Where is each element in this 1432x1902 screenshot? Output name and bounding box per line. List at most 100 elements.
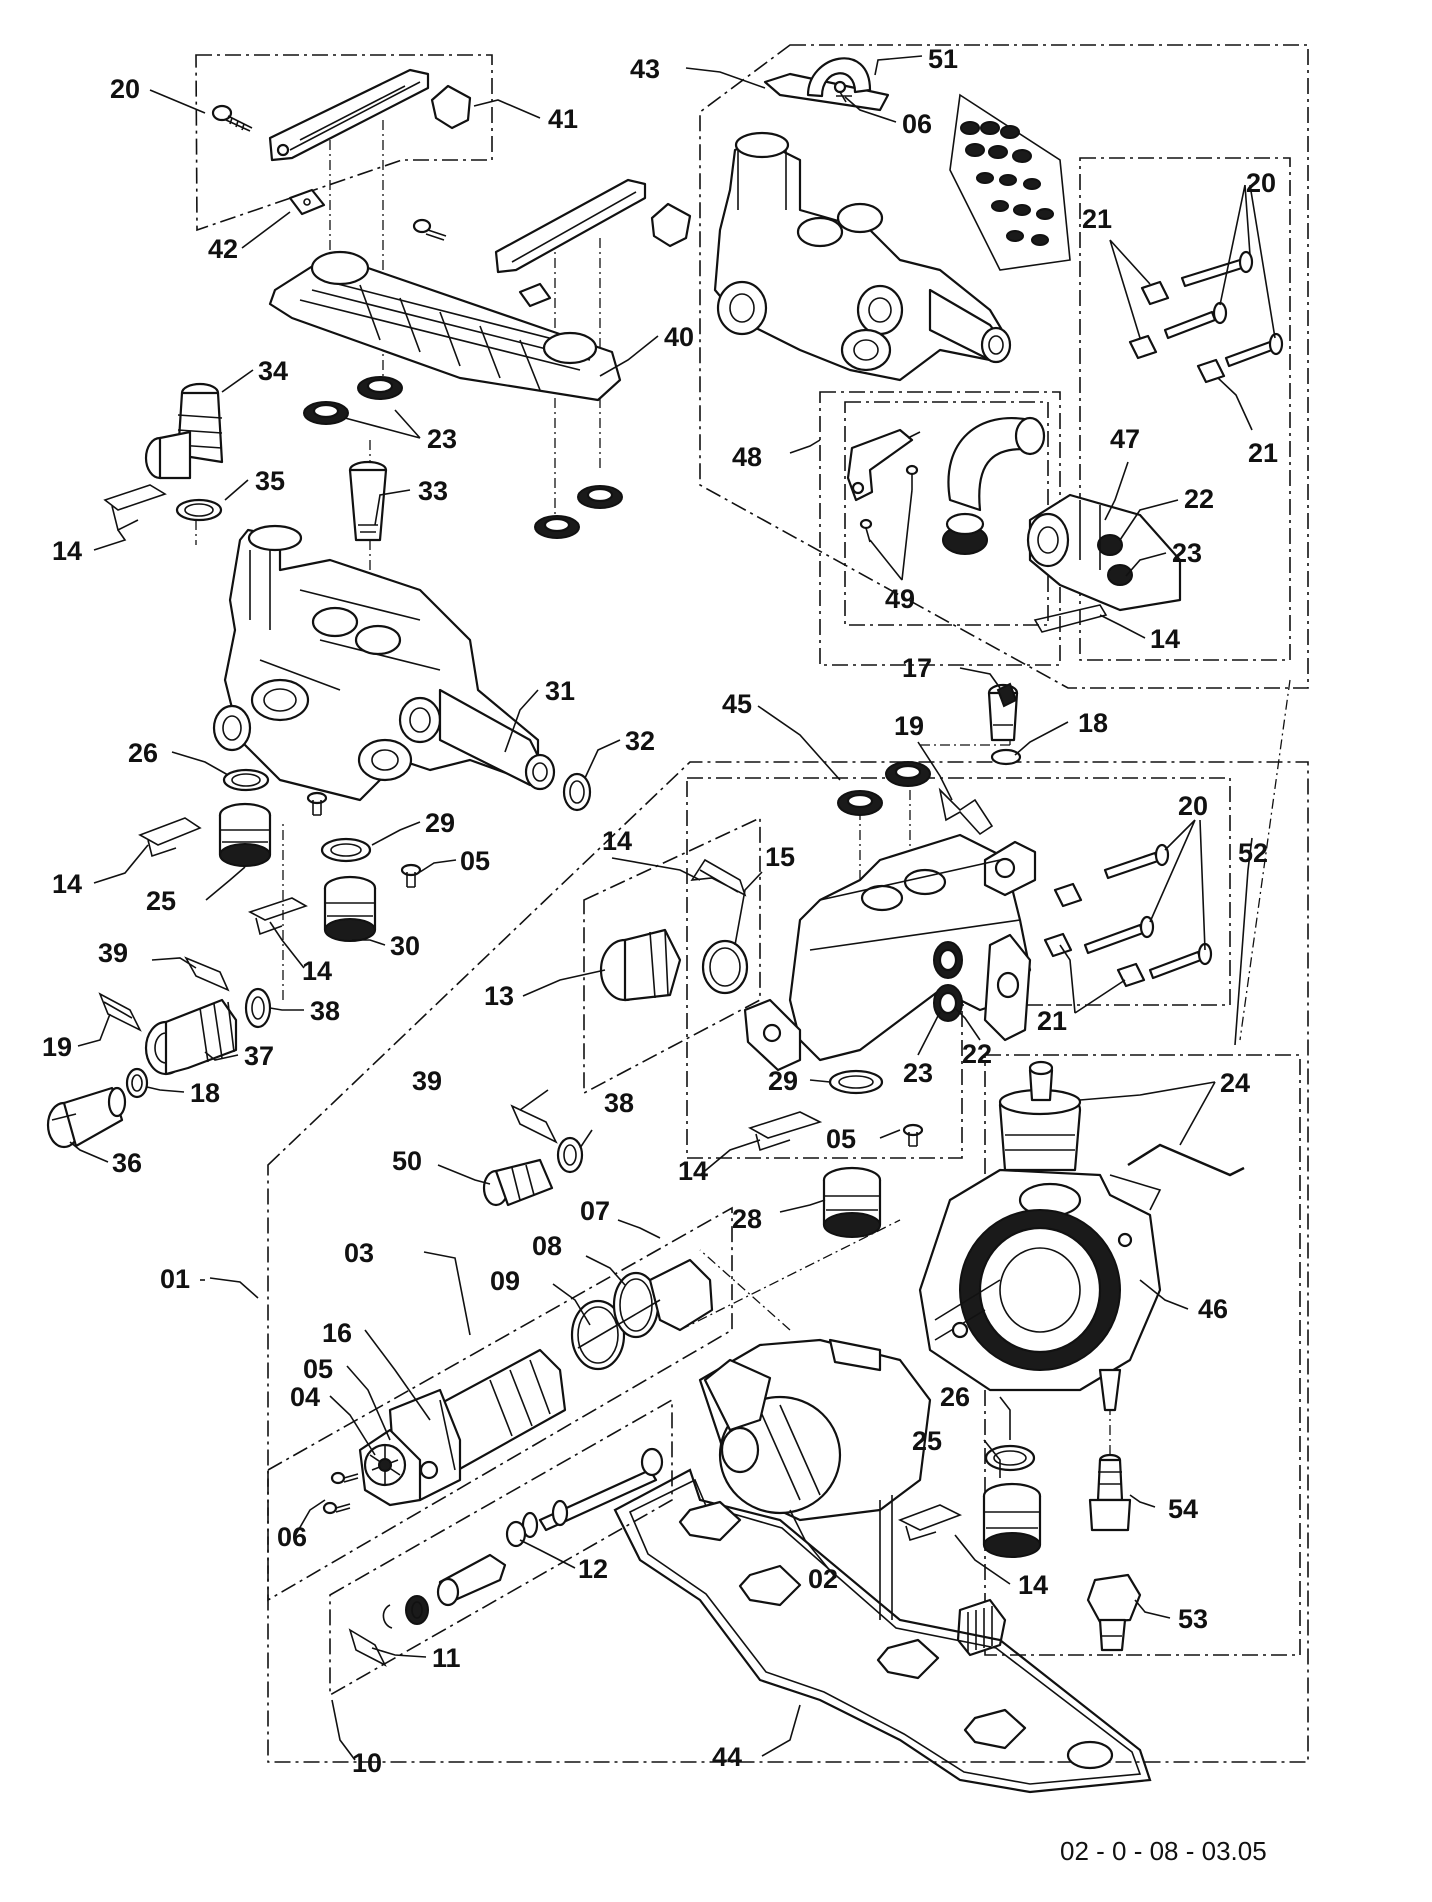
label-21-b: 21 <box>1248 438 1278 468</box>
outline-03 <box>267 1206 733 1602</box>
label-26-b: 26 <box>940 1382 970 1412</box>
oring-18-b <box>990 748 1022 766</box>
allen-key-24 <box>1127 1143 1245 1177</box>
label-29-b: 29 <box>768 1066 798 1096</box>
label-06-b: 06 <box>277 1522 307 1552</box>
screws-20-right <box>1163 250 1284 368</box>
label-36: 36 <box>112 1148 142 1178</box>
label-21-a: 21 <box>1082 204 1112 234</box>
nut-21-a <box>1140 280 1170 306</box>
label-17: 17 <box>902 653 932 683</box>
outline-41 <box>195 54 493 232</box>
bracket-51 <box>763 57 890 112</box>
label-46: 46 <box>1198 1294 1228 1324</box>
label-08: 08 <box>532 1231 562 1261</box>
label-22-a: 22 <box>1184 484 1214 514</box>
label-31: 31 <box>545 676 575 706</box>
outline-46-block <box>984 1054 1301 1656</box>
hydraulic-block-45 <box>599 761 1213 1238</box>
pump-motor-03 <box>358 1348 567 1507</box>
clip-14-b <box>138 817 202 858</box>
label-25-a: 25 <box>146 886 176 916</box>
pump-body-02 <box>698 1338 932 1620</box>
clip-19-a <box>98 992 142 1032</box>
label-35: 35 <box>255 466 285 496</box>
bracket-assembly-41 <box>211 68 692 539</box>
label-38-a: 38 <box>310 996 340 1026</box>
label-50: 50 <box>392 1146 422 1176</box>
bypass-cartridge <box>570 1258 714 1371</box>
seal-kit <box>949 93 1071 271</box>
nut-42 <box>288 188 326 216</box>
valve-34 <box>144 382 224 480</box>
label-20-a: 20 <box>110 74 140 104</box>
piston-07 <box>648 1258 714 1332</box>
label-39-b: 39 <box>412 1066 442 1096</box>
pump-head-46 <box>918 1060 1162 1412</box>
nut-21-e <box>1043 932 1073 958</box>
label-14-f: 14 <box>678 1156 708 1186</box>
label-20-c: 20 <box>1178 791 1208 821</box>
label-11: 11 <box>432 1643 461 1673</box>
label-51: 51 <box>928 44 958 74</box>
screw-05-a <box>306 791 422 888</box>
label-42: 42 <box>208 234 238 264</box>
label-44: 44 <box>712 1742 742 1772</box>
oring-38-b <box>556 1136 584 1174</box>
drain-valve-53 <box>1086 1573 1142 1652</box>
label-49: 49 <box>885 584 915 614</box>
knob-36 <box>46 1086 127 1149</box>
oring-35 <box>175 498 223 522</box>
screw-20-top <box>211 104 253 132</box>
hydraulic-block-31 <box>46 382 592 1149</box>
oring-29-b <box>828 1069 884 1095</box>
label-45: 45 <box>722 689 752 719</box>
clip-14-f <box>747 1111 823 1152</box>
valve-47 <box>1026 493 1182 612</box>
connector <box>956 1598 1007 1657</box>
label-16: 16 <box>322 1318 352 1348</box>
oring-26-a <box>222 768 270 792</box>
nut-21-b <box>1128 334 1158 360</box>
nut-21-c <box>1196 358 1226 384</box>
label-54: 54 <box>1168 1494 1198 1524</box>
filter-33 <box>348 460 388 542</box>
label-05-b: 05 <box>826 1124 856 1154</box>
label-30: 30 <box>390 931 420 961</box>
clip-39-b <box>510 1104 558 1144</box>
label-28: 28 <box>732 1204 762 1234</box>
label-12: 12 <box>578 1554 608 1584</box>
outline-10 <box>329 1398 673 1697</box>
label-32: 32 <box>625 726 655 756</box>
label-14-d: 14 <box>1150 624 1180 654</box>
label-53: 53 <box>1178 1604 1208 1634</box>
label-23-a: 23 <box>427 424 457 454</box>
label-13: 13 <box>484 981 514 1011</box>
label-33: 33 <box>418 476 448 506</box>
label-41: 41 <box>548 104 578 134</box>
bracket-48 <box>846 428 914 502</box>
label-22-b: 22 <box>962 1039 992 1069</box>
label-21-c: 21 <box>1037 1006 1067 1036</box>
oring-32 <box>562 772 592 812</box>
drain-valve-54 <box>1088 1453 1132 1532</box>
label-10: 10 <box>352 1748 382 1778</box>
label-01: 01 <box>160 1264 190 1294</box>
label-03: 03 <box>344 1238 374 1268</box>
oring-38-a <box>244 987 272 1029</box>
label-19-b: 19 <box>894 711 924 741</box>
screw-05-b <box>902 1123 924 1147</box>
screw-49 <box>859 464 919 543</box>
gasket-14-d <box>1033 604 1108 633</box>
label-20-b: 20 <box>1246 168 1276 198</box>
fitting-25-a <box>218 802 272 867</box>
label-05-a: 05 <box>460 846 490 876</box>
clip-11 <box>348 1628 387 1667</box>
part-labels: 20 41 42 40 34 23 35 33 14 31 32 26 29 0… <box>42 44 1278 1778</box>
label-52: 52 <box>1238 838 1268 868</box>
label-14-a: 14 <box>52 536 82 566</box>
clip-14-c <box>247 897 308 936</box>
screw-small <box>412 218 447 241</box>
outline-43 <box>699 44 1309 689</box>
